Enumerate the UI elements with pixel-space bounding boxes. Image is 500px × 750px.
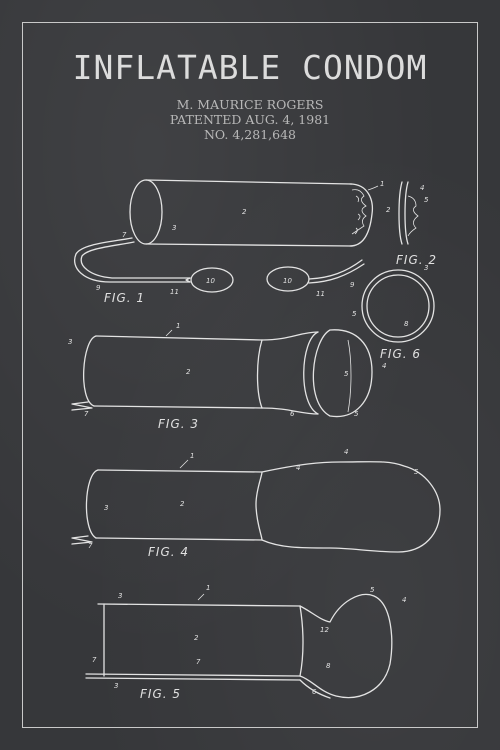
patent-date: PATENTED AUG. 4, 1981 bbox=[169, 112, 331, 127]
figure-3-callouts: 1 3 2 7 5 5 4 5 6 FIG. 3 bbox=[68, 310, 386, 431]
callout: 2 bbox=[386, 206, 391, 214]
callout: 6 bbox=[312, 688, 317, 696]
figure-4-drawing bbox=[71, 461, 441, 553]
callout: 4 bbox=[402, 596, 406, 604]
callout: 1 bbox=[380, 180, 384, 188]
callout: 3 bbox=[68, 338, 72, 346]
callout: 3 bbox=[172, 224, 176, 232]
callout: 12 bbox=[320, 626, 329, 634]
callout: 10 bbox=[206, 277, 215, 285]
callout: 11 bbox=[170, 288, 179, 296]
callout: 4 bbox=[296, 464, 300, 472]
callout: 4 bbox=[420, 184, 424, 192]
figure-1-label: FIG. 1 bbox=[104, 291, 145, 305]
callout: 4 bbox=[344, 448, 348, 456]
figure-1-callouts: 2 1 3 7 9 10 10 11 11 9 FIG. 1 bbox=[96, 180, 384, 305]
callout: 7 bbox=[92, 656, 97, 664]
callout: 9 bbox=[96, 284, 101, 292]
callout: 7 bbox=[88, 542, 93, 550]
callout: 11 bbox=[316, 290, 325, 298]
callout: 8 bbox=[326, 662, 331, 670]
poster-title: INFLATABLE CONDOM bbox=[72, 48, 428, 87]
figure-5-label: FIG. 5 bbox=[140, 687, 181, 701]
callout: 3 bbox=[114, 682, 118, 690]
figure-6-label: FIG. 6 bbox=[380, 347, 421, 361]
callout: 1 bbox=[206, 584, 210, 592]
callout: 7 bbox=[122, 231, 127, 239]
callout: 5 bbox=[344, 370, 349, 378]
callout: 2 bbox=[186, 368, 191, 376]
callout: 2 bbox=[194, 634, 199, 642]
callout: 7 bbox=[84, 410, 89, 418]
figure-5-drawing bbox=[85, 593, 393, 699]
callout: 4 bbox=[382, 362, 386, 370]
callout: 5 bbox=[354, 410, 359, 418]
callout: 3 bbox=[104, 504, 108, 512]
figure-4-callouts: 1 4 4 5 2 3 7 FIG. 4 bbox=[88, 448, 419, 559]
patent-number: NO. 4,281,648 bbox=[203, 127, 297, 142]
poster-border bbox=[22, 22, 478, 728]
callout: 6 bbox=[290, 410, 295, 418]
callout: 1 bbox=[190, 452, 194, 460]
callout: 7 bbox=[196, 658, 201, 666]
figure-2-label: FIG. 2 bbox=[396, 253, 437, 267]
figure-6-drawing: 3 8 FIG. 6 bbox=[361, 264, 435, 361]
callout: 5 bbox=[414, 468, 419, 476]
callout: 8 bbox=[404, 320, 409, 328]
callout: 3 bbox=[424, 264, 428, 272]
callout: 2 bbox=[180, 500, 185, 508]
callout: 9 bbox=[350, 281, 355, 289]
callout: 1 bbox=[176, 322, 180, 330]
callout: 10 bbox=[283, 277, 292, 285]
callout: 5 bbox=[424, 196, 429, 204]
callout: 3 bbox=[118, 592, 122, 600]
callout: 2 bbox=[242, 208, 247, 216]
callout: 5 bbox=[352, 310, 357, 318]
figure-4-label: FIG. 4 bbox=[148, 545, 189, 559]
figure-3-drawing bbox=[71, 329, 373, 418]
figure-1-drawing bbox=[74, 179, 419, 293]
inventor-name: M. MAURICE ROGERS bbox=[176, 97, 324, 112]
figure-3-label: FIG. 3 bbox=[158, 417, 199, 431]
callout: 5 bbox=[370, 586, 375, 594]
figure-5-callouts: 1 3 2 4 5 12 7 7 3 8 6 FIG. 5 bbox=[92, 584, 406, 701]
figure-2-callouts: 4 5 2 FIG. 2 bbox=[386, 184, 437, 267]
